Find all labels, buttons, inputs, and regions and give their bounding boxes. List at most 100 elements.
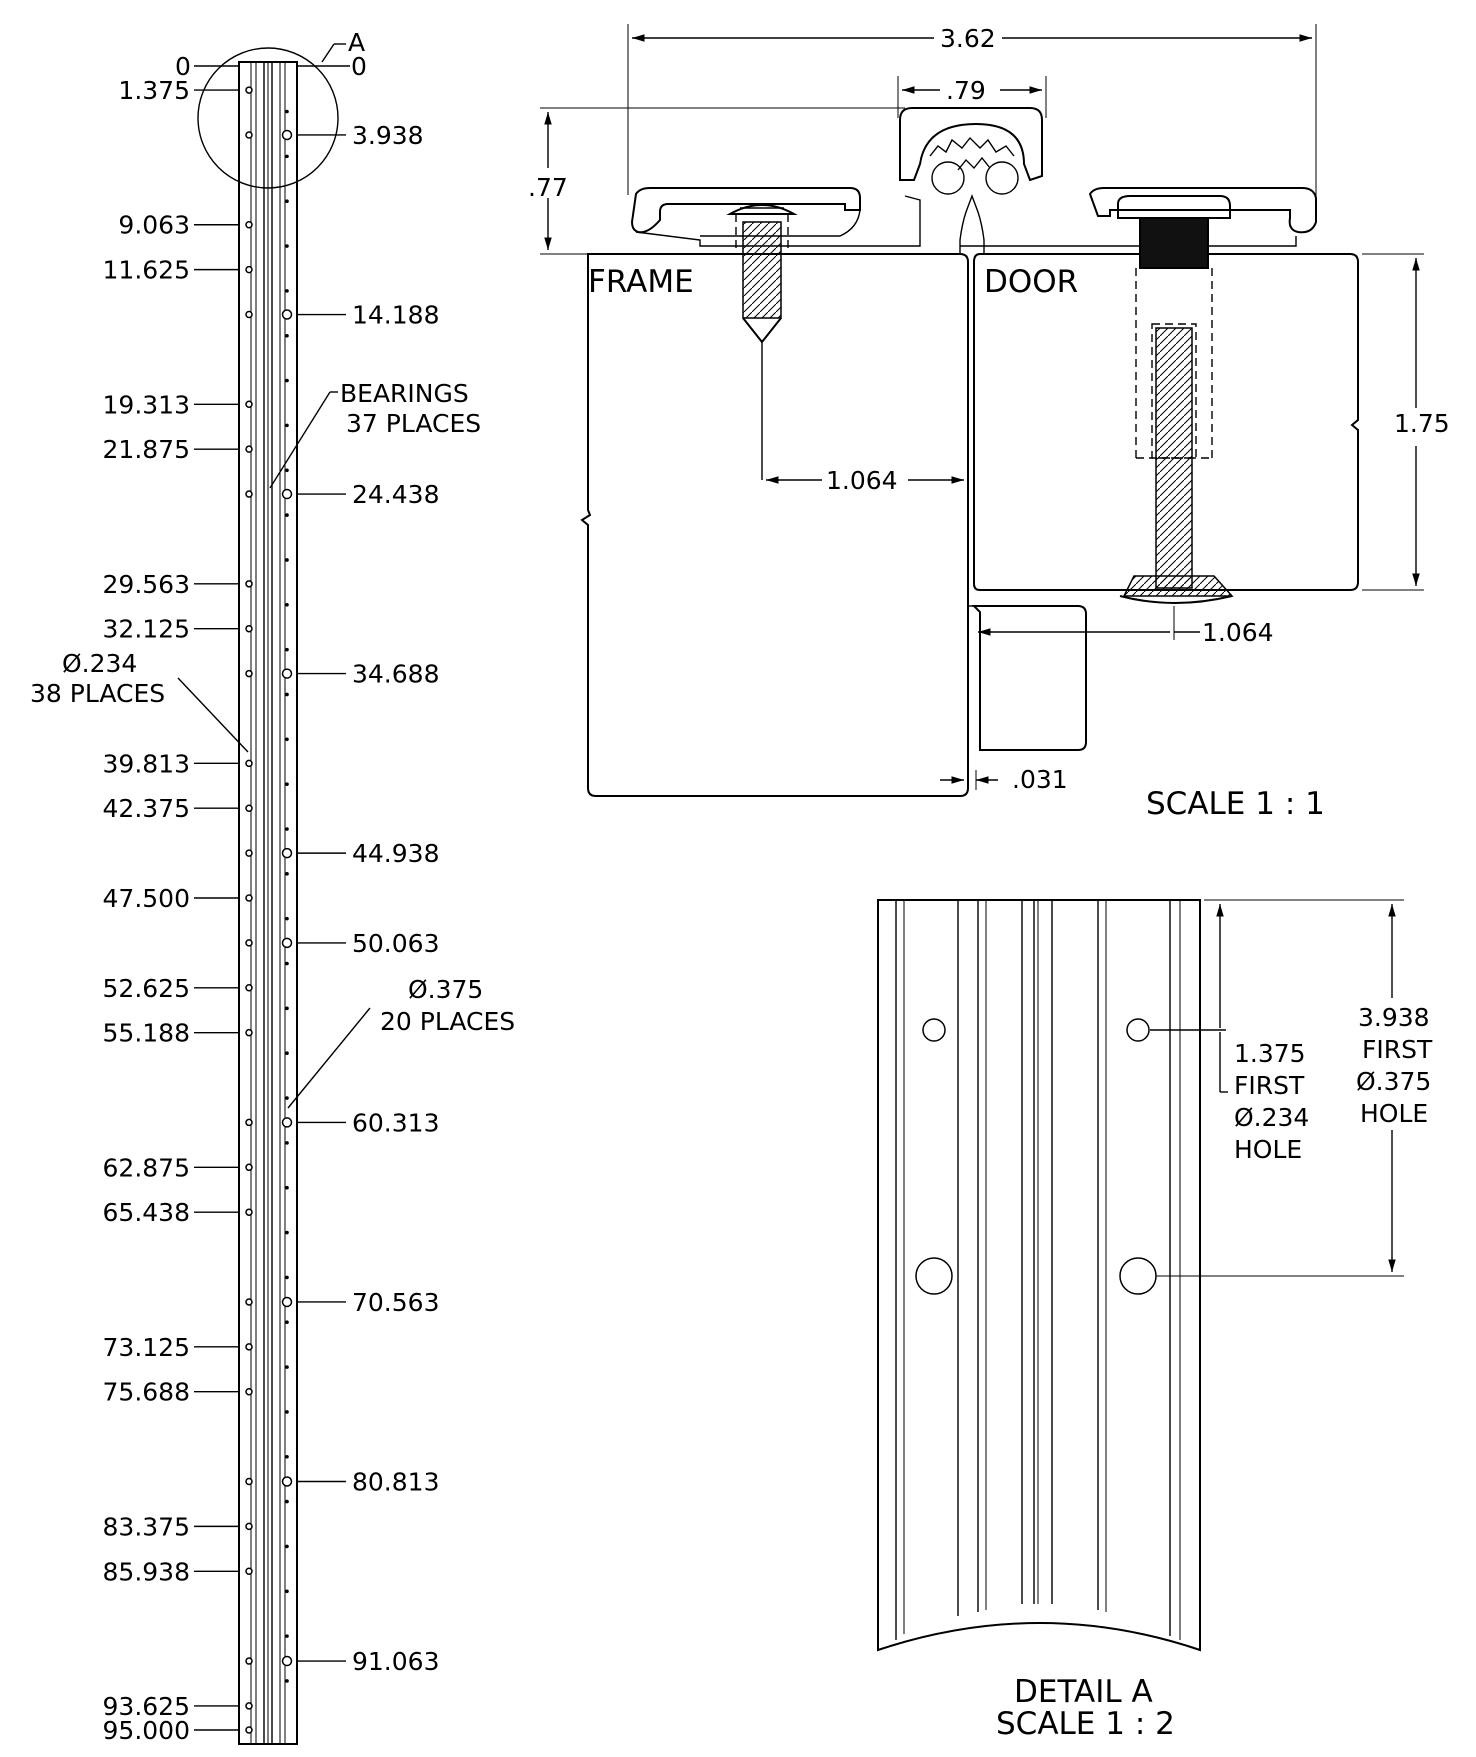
overall-width-dim: 3.62 — [940, 24, 996, 53]
bearing-mark — [285, 1096, 289, 1100]
height-dim: .77 — [528, 173, 568, 202]
small-hole-mark — [245, 1726, 253, 1734]
right-dim-label: 70.563 — [352, 1288, 439, 1317]
bearing-mark — [285, 244, 289, 248]
small-hole-mark — [245, 624, 253, 633]
bearing-mark — [285, 1230, 289, 1235]
small-hole-mark — [245, 1477, 253, 1486]
bearing-mark — [285, 1499, 289, 1504]
small-hole-mark — [245, 849, 253, 857]
section-scale-label: SCALE 1 : 1 — [1146, 786, 1325, 822]
bearing-mark — [285, 647, 289, 652]
small-hole-mark — [245, 1657, 253, 1665]
right-dim-label: 50.063 — [352, 929, 439, 958]
right-dim-label: 34.688 — [352, 660, 439, 689]
small-hole-diameter: Ø.234 — [62, 649, 137, 678]
left-dim-label: 75.688 — [103, 1378, 190, 1407]
large-hole-diameter: Ø.375 — [408, 975, 483, 1004]
bearing-mark — [285, 378, 289, 383]
right-dim-label: 14.188 — [352, 301, 439, 330]
left-dim-label: 19.313 — [103, 390, 190, 419]
left-dim-label: 47.500 — [103, 884, 190, 913]
bearing-mark — [285, 1051, 289, 1055]
right-dim-label: 44.938 — [352, 839, 439, 868]
detail-title: DETAIL A — [1014, 1674, 1153, 1710]
left-dim-label: 32.125 — [103, 615, 190, 644]
detail-dim-a-value: 1.375 — [1234, 1039, 1306, 1068]
small-hole-mark — [245, 310, 253, 319]
bearing-mark — [285, 602, 289, 607]
door-label: DOOR — [984, 264, 1078, 300]
left-dim-label: 52.625 — [103, 974, 190, 1003]
large-hole-mark — [281, 668, 293, 679]
bearing-mark — [285, 1589, 289, 1594]
bearing-mark — [285, 1006, 289, 1011]
left-dim-label: 95.000 — [103, 1716, 190, 1745]
detail-a-view: 1.375 FIRST Ø.234 HOLE 3.938 FIRST Ø.375… — [877, 899, 1433, 1742]
bearing-mark — [285, 289, 289, 293]
bearing-mark — [285, 827, 289, 831]
small-hole-mark — [245, 1702, 253, 1710]
left-dimension-labels: 1.3759.06311.62519.31321.87529.56332.125… — [103, 76, 239, 1745]
bearing-mark — [285, 1634, 289, 1638]
left-dim-label: 83.375 — [103, 1512, 190, 1541]
small-hole-mark — [245, 265, 253, 274]
large-hole-mark — [281, 488, 293, 500]
small-hole-mark — [245, 580, 253, 588]
small-hole-mark — [245, 1298, 253, 1306]
left-dim-label: 9.063 — [118, 211, 190, 240]
detail-dim-b-value: 3.938 — [1358, 1003, 1430, 1032]
bearing-mark — [285, 558, 289, 562]
section-view: 3.62 .79 .77 FRAME DOOR — [528, 24, 1450, 822]
small-hole-mark — [245, 445, 253, 453]
left-dim-label: 39.813 — [103, 749, 190, 778]
hole-markers — [245, 86, 293, 1734]
bearing-mark — [285, 1679, 289, 1683]
bearing-mark — [285, 692, 289, 697]
small-hole-mark — [245, 86, 253, 94]
bearing-mark — [285, 468, 289, 473]
frame-offset-dim: 1.064 — [826, 466, 898, 495]
bearing-mark — [285, 513, 289, 517]
detail-dim-b-diameter: Ø.375 — [1356, 1067, 1431, 1096]
door-fastener — [1117, 195, 1234, 604]
bearing-mark — [285, 1454, 289, 1459]
small-hole-mark — [245, 1343, 253, 1351]
small-hole-mark — [245, 759, 253, 768]
right-dimension-labels: 3.93814.18824.43834.68844.93850.06360.31… — [297, 121, 439, 1676]
top-zero-label: 0 — [175, 52, 191, 81]
detail-small-hole-right — [1126, 1018, 1150, 1042]
bearing-mark — [285, 916, 289, 921]
bearing-mark — [285, 333, 289, 338]
small-hole-mark — [245, 1387, 253, 1396]
large-hole-mark — [281, 1476, 293, 1487]
small-hole-mark — [245, 804, 253, 812]
left-dim-label: 85.938 — [103, 1557, 190, 1586]
left-dim-label: 93.625 — [103, 1692, 190, 1721]
bearings-places-label: 37 PLACES — [346, 409, 481, 438]
small-hole-mark — [245, 490, 253, 498]
door-stop-block — [971, 605, 1087, 751]
detail-dim-b-hole: HOLE — [1360, 1099, 1428, 1128]
small-hole-mark — [245, 894, 253, 902]
bearing-mark — [285, 872, 289, 876]
left-dim-label: 42.375 — [103, 794, 190, 823]
bearing-mark — [285, 737, 289, 742]
small-hole-mark — [245, 220, 253, 229]
door-block — [973, 253, 1359, 591]
bearing-mark — [285, 423, 289, 428]
knuckle-width-dim: .79 — [946, 76, 986, 105]
left-dim-label: 55.188 — [103, 1019, 190, 1048]
detail-marker-zero: 0 — [351, 52, 367, 81]
bearing-mark — [285, 1320, 289, 1325]
bearing-mark — [285, 1365, 289, 1369]
large-hole-mark — [281, 937, 293, 949]
small-hole-places: 38 PLACES — [30, 679, 165, 708]
small-hole-mark — [245, 1522, 253, 1531]
detail-small-hole-left — [922, 1018, 946, 1042]
bearing-mark — [285, 1410, 289, 1414]
detail-a-circle — [197, 47, 339, 189]
right-dim-label: 91.063 — [352, 1647, 439, 1676]
right-dim-label: 80.813 — [352, 1468, 439, 1497]
